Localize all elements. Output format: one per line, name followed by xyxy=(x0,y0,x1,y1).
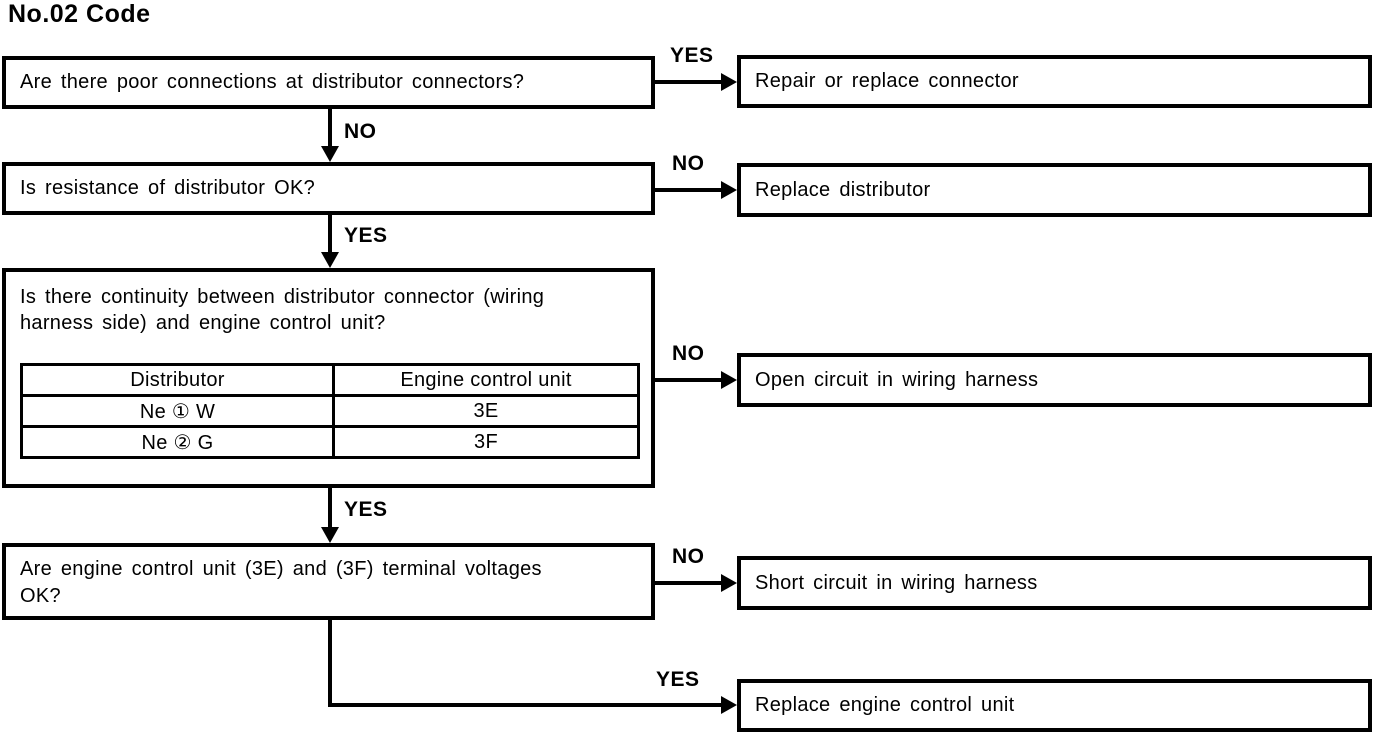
arrow-line-q4-to-r5 xyxy=(330,703,723,707)
arrow-line-q1-to-r1 xyxy=(653,80,723,84)
result-text: Open circuit in wiring harness xyxy=(755,368,1039,391)
result-box-open-circuit: Open circuit in wiring harness xyxy=(737,353,1372,407)
table-row: Ne ① W 3E xyxy=(20,394,640,428)
arrow-down-icon xyxy=(321,527,339,543)
continuity-table: Distributor Engine control unit Ne ① W 3… xyxy=(20,363,640,459)
table-cell-3e: 3E xyxy=(332,394,640,428)
arrow-line-q3-to-r3 xyxy=(655,378,723,382)
connector-line-q3-q4 xyxy=(328,488,332,529)
question-box-continuity: Is there continuity between distributor … xyxy=(2,268,655,488)
branch-label-yes: YES xyxy=(344,498,388,521)
branch-label-no: NO xyxy=(344,120,377,143)
arrow-down-icon xyxy=(321,252,339,268)
result-text: Repair or replace connector xyxy=(755,70,1019,92)
question-box-poor-connections: Are there poor connections at distributo… xyxy=(2,56,655,109)
question-text: Is there continuity between distributor … xyxy=(20,286,545,334)
table-cell-ne1: Ne ① W xyxy=(20,394,335,428)
question-text: Are engine control unit (3E) and (3F) te… xyxy=(20,558,542,607)
arrow-right-icon xyxy=(721,371,737,389)
arrow-down-icon xyxy=(321,146,339,162)
branch-label-no: NO xyxy=(672,342,705,365)
connector-line-q4-elbow xyxy=(328,620,332,707)
table-header-engine-control-unit: Engine control unit xyxy=(332,363,640,397)
arrow-line-q2-to-r2 xyxy=(653,188,723,192)
result-box-replace-distributor: Replace distributor xyxy=(737,163,1372,217)
result-box-short-circuit: Short circuit in wiring harness xyxy=(737,556,1372,610)
table-header-row: Distributor Engine control unit xyxy=(20,363,640,397)
question-text: Is resistance of distributor OK? xyxy=(20,177,316,199)
table-cell-ne2: Ne ② G xyxy=(20,425,335,459)
arrow-right-icon xyxy=(721,696,737,714)
branch-label-no: NO xyxy=(672,545,705,568)
table-row: Ne ② G 3F xyxy=(20,425,640,459)
arrow-right-icon xyxy=(721,73,737,91)
question-box-terminal-voltages: Are engine control unit (3E) and (3F) te… xyxy=(2,543,655,620)
page-title: No.02 Code xyxy=(8,0,151,28)
result-text: Short circuit in wiring harness xyxy=(755,571,1038,594)
arrow-line-q4-to-r4 xyxy=(655,581,723,585)
question-text: Are there poor connections at distributo… xyxy=(20,71,525,93)
result-text: Replace distributor xyxy=(755,178,931,201)
arrow-right-icon xyxy=(721,574,737,592)
connector-line-q2-q3 xyxy=(328,215,332,254)
branch-label-no: NO xyxy=(672,152,705,175)
table-cell-3f: 3F xyxy=(332,425,640,459)
question-box-distributor-resistance: Is resistance of distributor OK? xyxy=(2,162,655,215)
connector-line-q1-q2 xyxy=(328,109,332,148)
arrow-right-icon xyxy=(721,181,737,199)
branch-label-yes: YES xyxy=(344,224,388,247)
branch-label-yes: YES xyxy=(670,44,714,67)
result-box-replace-ecu: Replace engine control unit xyxy=(737,679,1372,732)
result-box-repair-connector: Repair or replace connector xyxy=(737,55,1372,108)
branch-label-yes: YES xyxy=(656,668,700,691)
result-text: Replace engine control unit xyxy=(755,694,1015,716)
table-header-distributor: Distributor xyxy=(20,363,335,397)
